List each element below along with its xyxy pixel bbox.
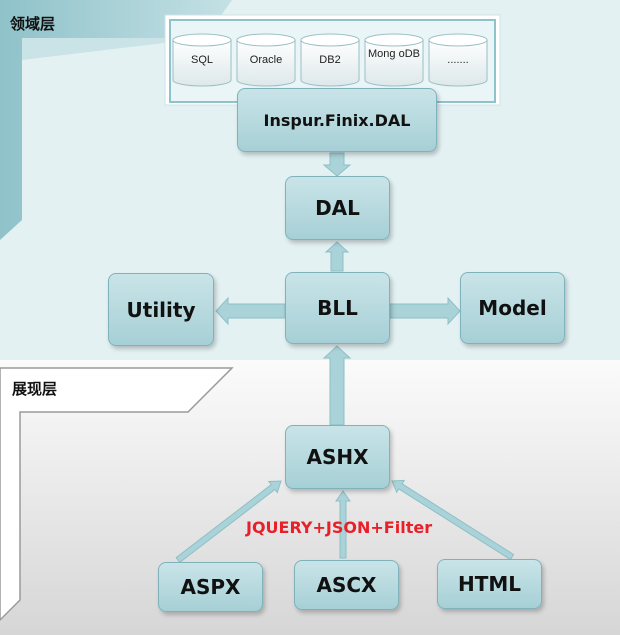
db-label-more: ....... — [447, 54, 469, 66]
db-label-oracle: Oracle — [249, 54, 283, 66]
db-cylinder-db2 — [300, 33, 360, 87]
db-label-mongodb: Mong oDB — [368, 48, 420, 60]
arrow-aspx-to-ashx — [175, 480, 282, 564]
db-label-sql: SQL — [190, 54, 213, 66]
node-ashx: ASHX — [285, 425, 390, 489]
node-utility: Utility — [108, 273, 214, 346]
node-bll: BLL — [285, 272, 390, 344]
arrow-ashx-to-bll — [322, 345, 352, 426]
db-cylinder-oracle — [236, 33, 296, 87]
db-cylinder-more — [428, 33, 488, 87]
domain-layer-label: 领域层 — [10, 15, 56, 33]
node-ascx: ASCX — [294, 560, 399, 610]
arrow-bll-to-model — [389, 296, 461, 326]
db-cylinder-mongodb — [364, 33, 424, 87]
protocol-label: JQUERY+JSON+Filter — [246, 518, 433, 537]
arrow-ascx-to-ashx — [335, 490, 351, 559]
node-model: Model — [460, 272, 565, 344]
node-inspur-finix-dal: Inspur.Finix.DAL — [237, 88, 437, 152]
arrow-bll-to-utility — [215, 296, 286, 326]
db-label-db2: DB2 — [319, 54, 341, 66]
node-dal: DAL — [285, 176, 390, 240]
arrow-html-to-ashx — [391, 479, 515, 561]
flow-arrows — [175, 152, 515, 564]
db-cylinder-sql — [172, 33, 232, 87]
node-aspx: ASPX — [158, 562, 263, 612]
presentation-layer-label: 展现层 — [12, 380, 58, 398]
node-html: HTML — [437, 559, 542, 609]
arrow-bll-to-dal — [324, 241, 350, 272]
arrow-finix-to-dal — [322, 152, 352, 177]
database-cylinders — [172, 33, 488, 87]
